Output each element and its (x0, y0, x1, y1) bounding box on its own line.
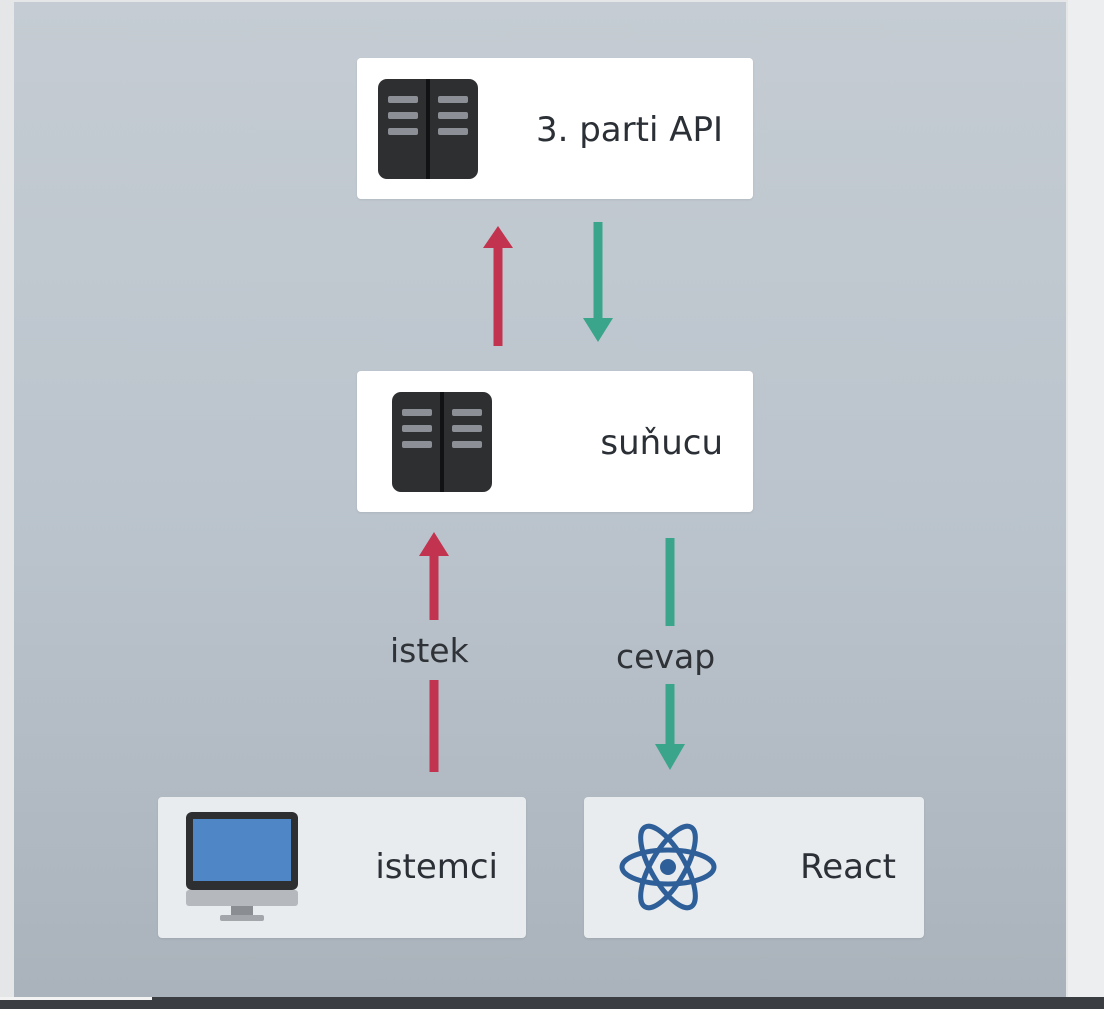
server-label: suňucu (600, 423, 723, 463)
react-label: React (800, 847, 896, 887)
response-arrow-to-react (655, 538, 685, 770)
request-arrow-to-api (483, 226, 513, 346)
react-atom-icon (619, 823, 717, 911)
react-node: React (584, 797, 924, 938)
video-progress-bar[interactable] (0, 997, 1104, 1009)
response-arrow-from-api (583, 222, 613, 342)
server-icon (392, 392, 492, 492)
monitor-icon (186, 812, 298, 921)
window-margin (1068, 0, 1104, 1009)
server-icon (378, 79, 478, 179)
request-arrow-to-server (419, 532, 449, 772)
client-label: istemci (375, 847, 498, 887)
response-label: cevap (616, 637, 716, 676)
request-label: istek (390, 631, 469, 670)
client-node: istemci (158, 797, 526, 938)
video-progress-fill (0, 997, 152, 1000)
third-party-api-node: 3. parti API (357, 58, 753, 199)
api-label: 3. parti API (535, 110, 723, 150)
server-node: suňucu (357, 371, 753, 512)
